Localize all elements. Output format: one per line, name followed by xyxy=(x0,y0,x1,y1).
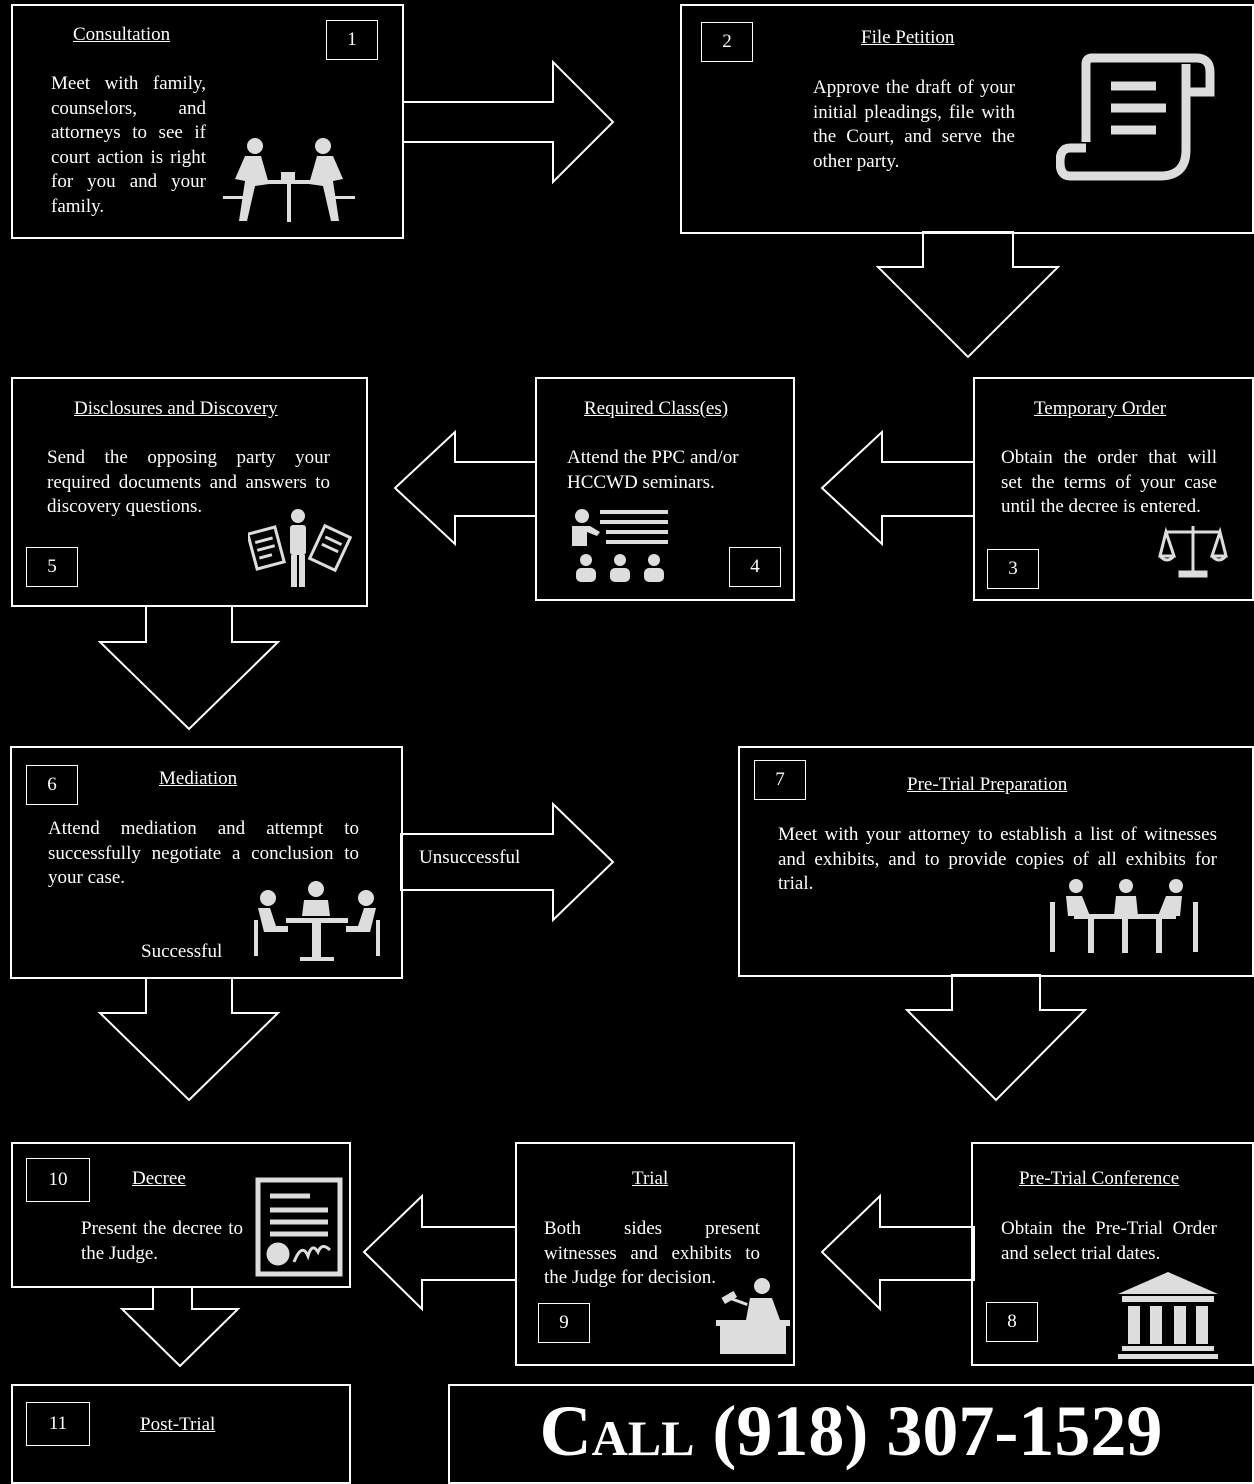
step-box-10 xyxy=(11,1142,351,1288)
classroom-presentation-icon xyxy=(572,509,668,582)
person-documents-icon xyxy=(248,509,352,587)
arrow-8-to-9 xyxy=(820,1193,975,1312)
step-box-8 xyxy=(971,1142,1254,1366)
step-number-11: 11 xyxy=(26,1402,90,1446)
step-number-2: 2 xyxy=(701,22,753,62)
arrow-10-to-11 xyxy=(119,1286,241,1368)
step-title-4: Required Class(es) xyxy=(584,398,729,419)
step-title-5: Disclosures and Discovery xyxy=(74,398,278,419)
step-box-4 xyxy=(535,377,795,601)
step-number-10: 10 xyxy=(26,1158,90,1202)
signed-certificate-icon xyxy=(255,1177,343,1277)
arrow-9-to-10 xyxy=(362,1193,517,1312)
step-desc-9: Both sides present witnesses and exhibit… xyxy=(544,1218,760,1289)
step-number-6: 6 xyxy=(26,765,78,805)
step-desc-7: Meet with your attorney to establish a l… xyxy=(778,824,1217,895)
step-box-6 xyxy=(10,746,403,979)
step-title-8: Pre-Trial Conference xyxy=(1019,1168,1180,1189)
step-number-8: 8 xyxy=(986,1302,1038,1342)
arrow-1-to-2 xyxy=(402,59,615,185)
arrow-7-to-8 xyxy=(904,974,1088,1102)
step-desc-1: Meet with family, counselors, and attorn… xyxy=(51,73,206,217)
step-title-3: Temporary Order xyxy=(1034,398,1167,419)
call-box: Call (918) 307-1529 xyxy=(448,1384,1254,1484)
arrow-2-to-3 xyxy=(875,231,1061,359)
step-title-2: File Petition xyxy=(861,27,955,48)
step-desc-8: Obtain the Pre-Trial Order and select tr… xyxy=(1001,1218,1217,1264)
label-successful: Successful xyxy=(141,941,223,962)
step-title-10: Decree xyxy=(132,1168,186,1189)
scales-of-justice-icon xyxy=(1158,526,1228,578)
step-title-11: Post-Trial xyxy=(140,1414,216,1435)
step-desc-3: Obtain the order that will set the terms… xyxy=(1001,447,1217,518)
arrow-6-to-10 xyxy=(97,977,281,1102)
courthouse-icon xyxy=(1118,1272,1218,1359)
arrow-6-to-7 xyxy=(400,801,615,923)
step-number-3: 3 xyxy=(987,549,1039,589)
consultation-meeting-icon xyxy=(223,138,355,222)
step-desc-5: Send the opposing party your required do… xyxy=(47,447,330,518)
arrow-4-to-5 xyxy=(393,429,537,547)
mediation-table-icon xyxy=(254,881,380,961)
step-box-5 xyxy=(11,377,368,607)
meeting-table-icon xyxy=(1050,879,1198,953)
step-box-3 xyxy=(973,377,1254,601)
step-title-1: Consultation xyxy=(73,24,171,45)
call-phone-number[interactable]: Call (918) 307-1529 xyxy=(539,1391,1163,1471)
step-box-9 xyxy=(515,1142,795,1366)
step-box-7 xyxy=(738,746,1254,977)
arrow-3-to-4 xyxy=(820,429,975,547)
step-number-5: 5 xyxy=(26,547,78,587)
label-unsuccessful: Unsuccessful xyxy=(419,847,521,868)
step-box-2 xyxy=(680,4,1254,234)
step-number-1: 1 xyxy=(326,20,378,60)
step-title-6: Mediation xyxy=(159,768,238,789)
step-desc-6: Attend mediation and attempt to successf… xyxy=(48,818,359,889)
step-title-7: Pre-Trial Preparation xyxy=(907,774,1068,795)
step-desc-4: Attend the PPC and/or HCCWD seminars. xyxy=(567,447,739,493)
step-desc-2: Approve the draft of your initial pleadi… xyxy=(813,77,1015,172)
step-desc-10: Present the decree to the Judge. xyxy=(81,1218,243,1264)
step-number-4: 4 xyxy=(729,547,781,587)
judge-gavel-icon xyxy=(716,1278,790,1354)
step-title-9: Trial xyxy=(632,1168,669,1189)
step-box-1 xyxy=(11,4,404,239)
arrow-5-to-6 xyxy=(97,605,281,731)
step-number-9: 9 xyxy=(538,1303,590,1343)
step-number-7: 7 xyxy=(754,760,806,800)
scroll-document-icon xyxy=(1056,53,1215,181)
